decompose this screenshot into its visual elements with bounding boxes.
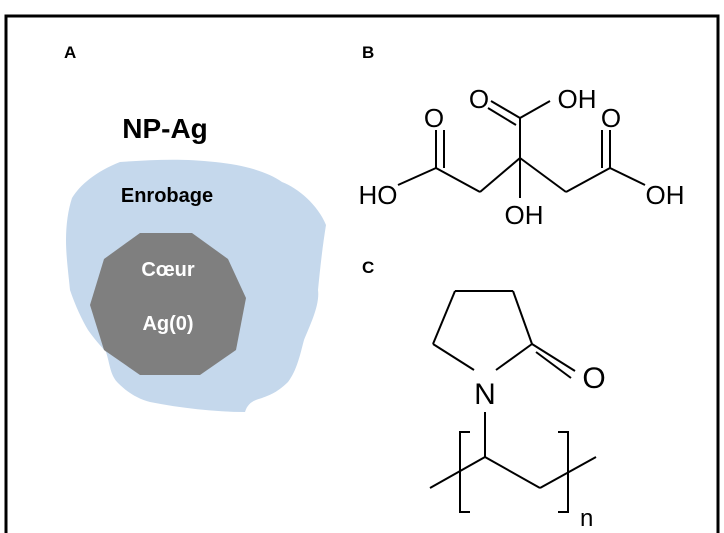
bond bbox=[495, 343, 533, 371]
panel-c-letter: C bbox=[362, 258, 374, 277]
bond bbox=[490, 100, 521, 119]
core-label-line1: Cœur bbox=[141, 259, 195, 281]
bond bbox=[519, 100, 551, 119]
panel-a-letter: A bbox=[64, 43, 76, 62]
panel-a: A NP-Ag Enrobage Cœur Ag(0) bbox=[64, 43, 326, 412]
bond bbox=[512, 290, 533, 345]
atom-oh-top: OH bbox=[558, 84, 597, 114]
bond bbox=[432, 290, 456, 345]
bond bbox=[397, 167, 437, 186]
atom-o-right: O bbox=[601, 103, 621, 133]
atom-o-left: O bbox=[424, 103, 444, 133]
bond bbox=[565, 167, 611, 193]
atom-o-top: O bbox=[469, 84, 489, 114]
panel-c: C O N n bbox=[362, 258, 606, 532]
nanoparticle-title: NP-Ag bbox=[122, 113, 208, 144]
bond bbox=[519, 157, 567, 193]
bond bbox=[435, 167, 481, 193]
frame-border bbox=[4, 14, 720, 533]
silver-core bbox=[90, 233, 246, 375]
bond bbox=[429, 456, 486, 489]
bracket-right bbox=[558, 431, 569, 513]
repeat-subscript: n bbox=[580, 505, 593, 532]
bond bbox=[609, 167, 646, 186]
atom-oh-center: OH bbox=[505, 200, 544, 230]
atom-oh-right: OH bbox=[646, 180, 685, 210]
bond bbox=[479, 157, 521, 193]
bond bbox=[531, 343, 576, 372]
bond bbox=[487, 107, 517, 126]
atom-n: N bbox=[474, 378, 496, 411]
core-label-line2: Ag(0) bbox=[142, 313, 193, 335]
coating-label: Enrobage bbox=[121, 185, 213, 207]
panel-b: B O OH O HO O OH OH bbox=[359, 43, 685, 230]
bond bbox=[535, 351, 572, 379]
atom-o-carbonyl: O bbox=[582, 362, 605, 395]
bond bbox=[432, 343, 475, 371]
bracket-left bbox=[459, 431, 470, 513]
panel-b-letter: B bbox=[362, 43, 374, 62]
atom-ho-left: HO bbox=[359, 180, 398, 210]
bond bbox=[484, 456, 541, 489]
